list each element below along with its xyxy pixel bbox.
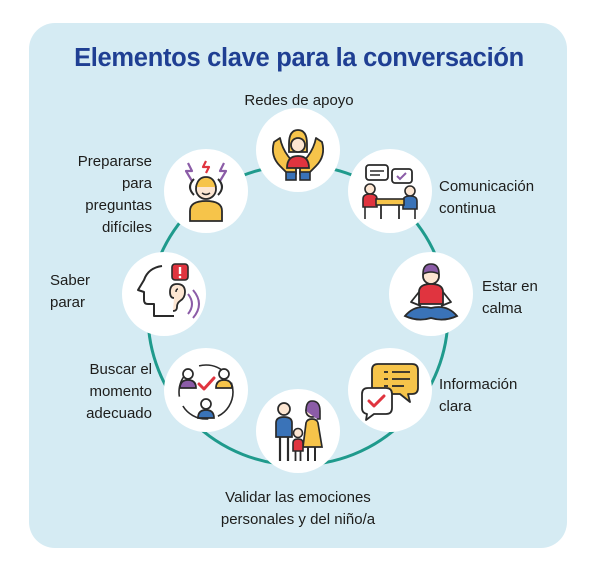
people-group-check-icon	[178, 364, 234, 420]
label-informacion-clara: Información clara	[439, 376, 518, 415]
node-saber-parar	[122, 252, 206, 336]
page-title: Elementos clave para la conversación	[74, 44, 524, 72]
label-buscar-momento: Buscar el momento adecuado	[86, 361, 152, 422]
node-informacion-clara	[348, 348, 432, 432]
label-saber-parar: Saber parar	[50, 272, 91, 311]
label-estar-en-calma: Estar en calma	[482, 278, 538, 317]
node-redes-de-apoyo	[256, 108, 340, 192]
stressed-person-icon	[184, 160, 228, 222]
chat-bubbles-checklist-icon	[361, 363, 419, 421]
node-buscar-momento	[164, 348, 248, 432]
family-icon	[275, 400, 324, 461]
node-estar-en-calma	[389, 252, 473, 336]
label-prepararse-preguntas: Prepararse para preguntas difíciles	[77, 153, 152, 236]
meditating-person-icon	[403, 263, 459, 321]
listening-head-alert-icon	[137, 263, 200, 319]
label-comunicacion-continua: Comunicación continua	[439, 178, 535, 217]
label-validar-emociones: Validar las emociones personales y del n…	[220, 489, 376, 528]
node-prepararse-preguntas	[164, 149, 248, 233]
hands-holding-person-icon	[271, 129, 325, 181]
node-comunicacion-continua	[348, 149, 432, 233]
label-redes-de-apoyo: Redes de apoyo	[244, 92, 354, 109]
conversation-at-table-icon	[362, 164, 418, 219]
node-validar-emociones	[256, 389, 340, 473]
